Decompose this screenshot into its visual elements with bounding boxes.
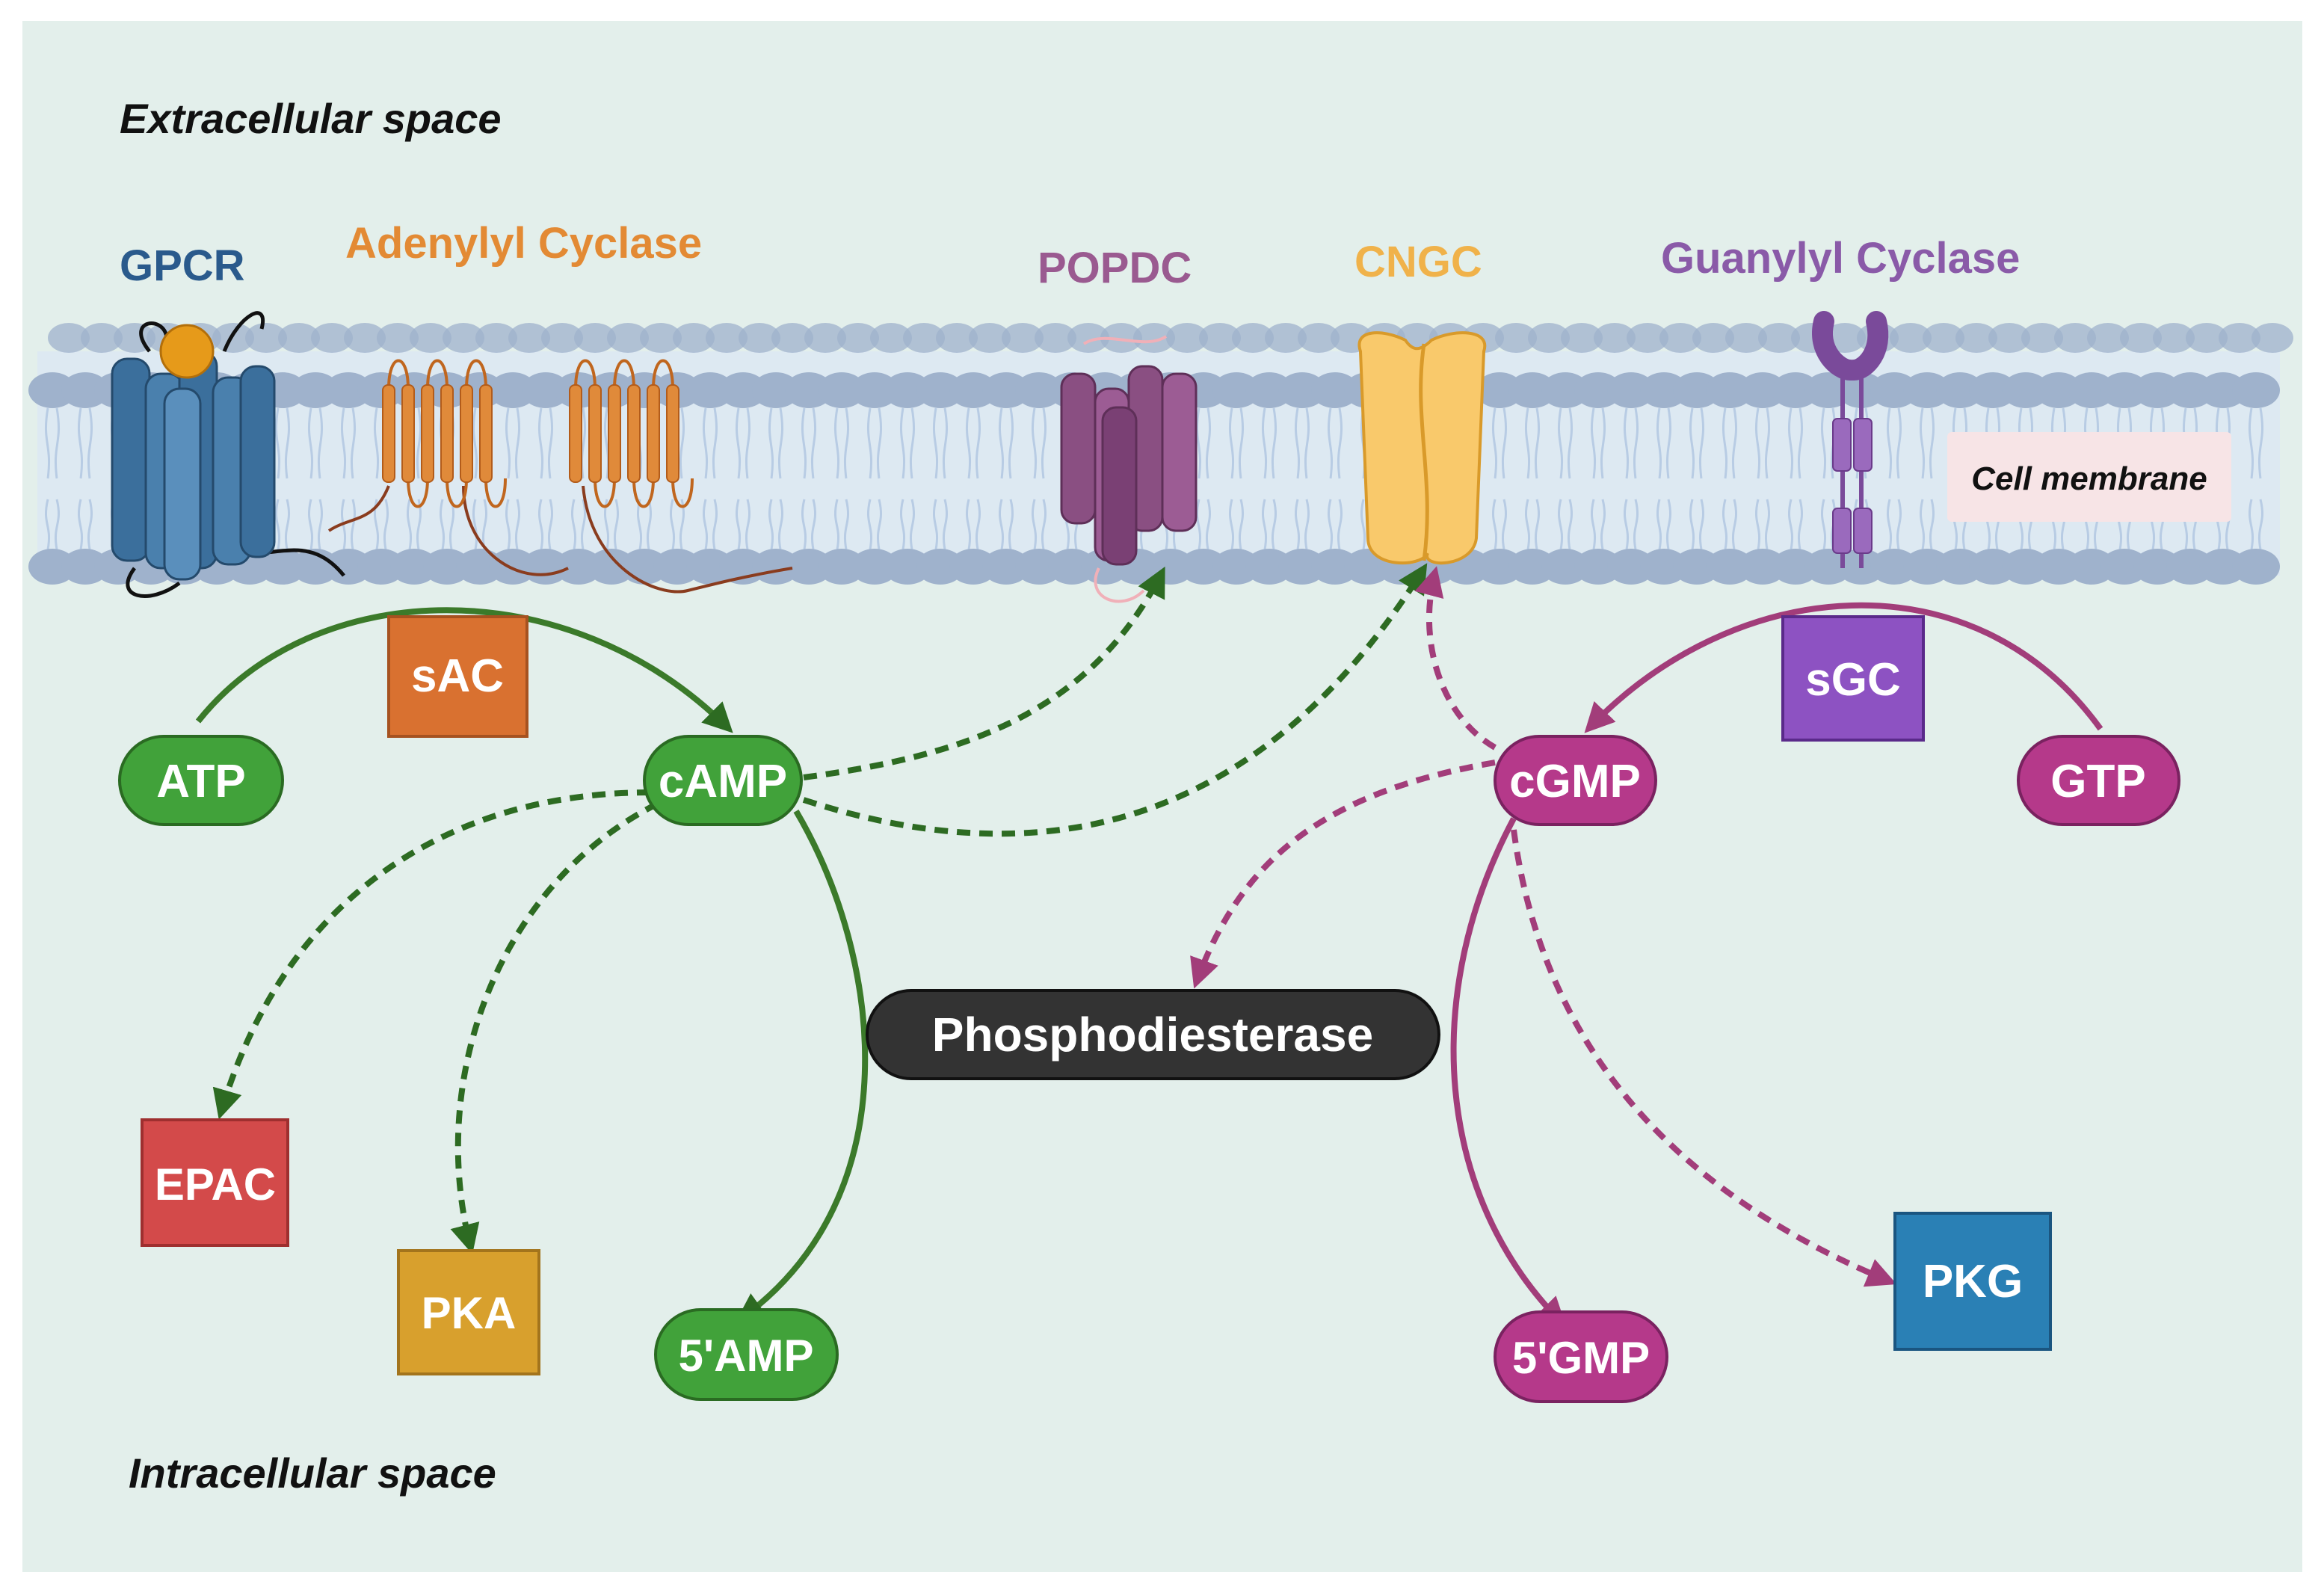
5gmp-node: 5'GMP xyxy=(1494,1310,1668,1403)
gtp-node: GTP xyxy=(2017,735,2180,826)
gpcr-icon xyxy=(111,311,345,598)
5gmp-text: 5'GMP xyxy=(1512,1333,1650,1383)
arrow-cgmp-to-5gmp xyxy=(1450,817,1567,1328)
arrow-cgmp-to-cngc xyxy=(1414,566,1497,751)
phosphodiesterase-node: Phosphodiesterase xyxy=(866,989,1440,1080)
cngc-icon xyxy=(1357,331,1487,565)
cgmp-text: cGMP xyxy=(1509,756,1641,807)
extracellular-label: Extracellular space xyxy=(120,95,502,142)
arrow-camp-to-cngc xyxy=(802,563,1428,837)
pkg-text: PKG xyxy=(1923,1256,2023,1307)
popdc-label: POPDC xyxy=(1038,244,1192,292)
sac-node: sAC xyxy=(387,615,528,738)
5amp-node: 5'AMP xyxy=(654,1308,839,1401)
sgc-node: sGC xyxy=(1781,615,1925,742)
camp-node: cAMP xyxy=(643,735,803,826)
arrow-camp-to-5amp xyxy=(735,809,869,1323)
arrow-cgmp-to-pkg xyxy=(1511,829,1897,1287)
arrow-atp-to-camp xyxy=(195,607,733,733)
epac-text: EPAC xyxy=(155,1159,276,1210)
adenylyl-cyclase-helices xyxy=(382,359,694,508)
pka-node: PKA xyxy=(397,1249,540,1375)
5amp-text: 5'AMP xyxy=(679,1331,814,1381)
phosphodiesterase-text: Phosphodiesterase xyxy=(932,1008,1373,1062)
cgmp-node: cGMP xyxy=(1494,735,1657,826)
popdc-icon xyxy=(1060,335,1198,603)
pkg-node: PKG xyxy=(1893,1212,2052,1351)
arrow-camp-to-pka xyxy=(450,801,659,1254)
arrow-camp-to-popdc xyxy=(803,566,1165,780)
adenylyl-cyclase-icon xyxy=(327,485,793,594)
gpcr-label: GPCR xyxy=(120,241,245,290)
sac-text: sAC xyxy=(411,650,504,702)
arrow-cgmp-to-pde xyxy=(1190,760,1496,989)
epac-node: EPAC xyxy=(141,1118,289,1247)
pka-text: PKA xyxy=(422,1288,517,1338)
atp-text: ATP xyxy=(156,756,245,807)
atp-node: ATP xyxy=(118,735,284,826)
sgc-text: sGC xyxy=(1805,654,1900,706)
arrow-gtp-to-cgmp xyxy=(1584,602,2103,733)
adenylyl-cyclase-label: Adenylyl Cyclase xyxy=(345,219,702,268)
guanylyl-cyclase-label: Guanylyl Cyclase xyxy=(1661,234,2020,283)
camp-text: cAMP xyxy=(659,756,787,807)
cell-membrane-label: Cell membrane xyxy=(1947,432,2231,522)
cell-membrane-text: Cell membrane xyxy=(1971,460,2207,497)
gtp-text: GTP xyxy=(2050,756,2145,807)
intracellular-label: Intracellular space xyxy=(129,1449,496,1497)
guanylyl-cyclase-icon xyxy=(1812,311,1889,568)
cngc-label: CNGC xyxy=(1354,238,1482,286)
